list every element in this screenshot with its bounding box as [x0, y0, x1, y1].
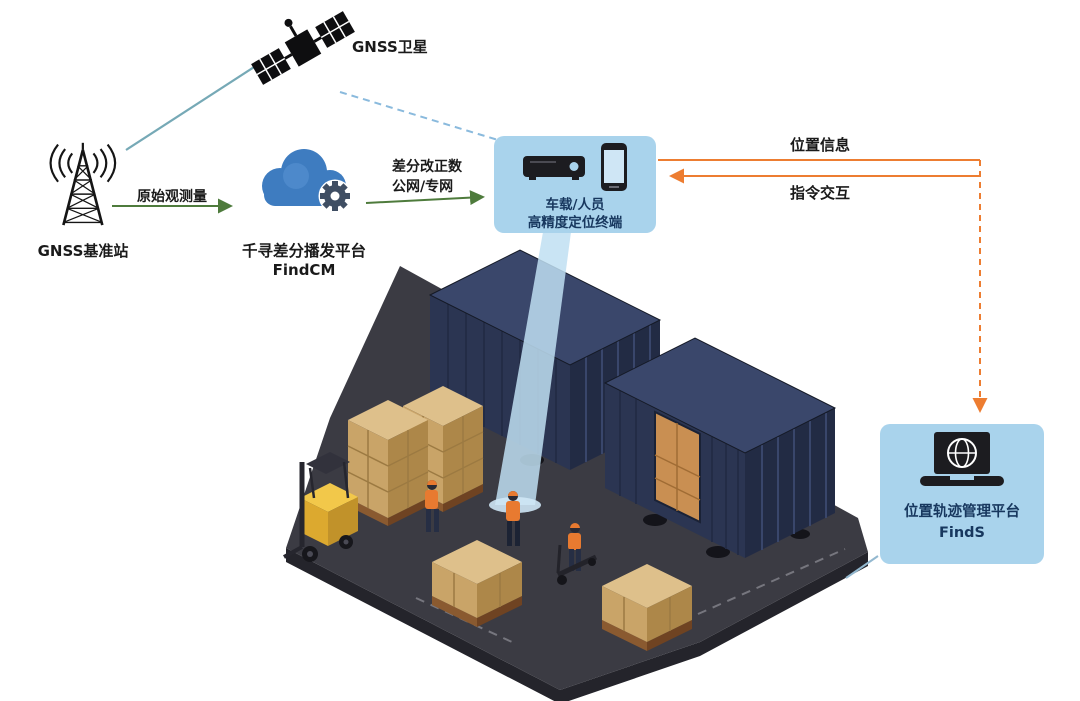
- base-station-label: GNSS基准站: [37, 242, 129, 260]
- link-satellite-terminal: [339, 91, 499, 141]
- management-platform-name: 位置轨迹管理平台: [904, 504, 1020, 520]
- position-info-label: 位置信息: [789, 136, 850, 154]
- link-satellite-base: [125, 57, 269, 151]
- worker: [506, 491, 520, 546]
- smartphone-icon: [600, 142, 628, 196]
- worker: [425, 480, 439, 532]
- cloud-platform-name: 千寻差分播发平台: [241, 242, 366, 260]
- correction-label-line1: 差分改正数: [392, 159, 462, 175]
- container-b: [603, 337, 837, 558]
- terminal-node: 车载/人员 高精度定位终端: [494, 136, 656, 233]
- management-platform-product: FindS: [938, 525, 986, 541]
- command-interaction-label: 指令交互: [789, 184, 850, 202]
- terminal-label-line1: 车载/人员: [545, 197, 605, 213]
- warehouse-illustration: [283, 232, 879, 701]
- pallet-stack: [432, 540, 522, 627]
- receiver-box-icon: [522, 151, 588, 187]
- radio-tower-icon: [28, 140, 143, 235]
- gear-icon: [318, 179, 352, 213]
- pallet-jack-worker: [556, 523, 598, 585]
- satellite-label: GNSS卫星: [352, 38, 428, 56]
- terminal-label-line2: 高精度定位终端: [527, 215, 623, 231]
- forklift: [283, 452, 358, 562]
- container-open-door: [654, 410, 701, 524]
- correction-label-line2: 公网/专网: [392, 179, 454, 195]
- cloud-gear-icon: [238, 136, 368, 231]
- raw-observation-label: 原始观测量: [137, 189, 207, 205]
- laptop-globe-icon: [920, 432, 1004, 496]
- management-platform-node: 位置轨迹管理平台 FindS: [880, 424, 1044, 564]
- finds-callout-line: [845, 555, 879, 579]
- gnss-satellite-icon: [248, 2, 358, 94]
- cloud-platform-product: FindCM: [272, 261, 336, 279]
- pallet-stack: [347, 400, 429, 526]
- platform-side: [286, 548, 868, 701]
- pallet-stack: [602, 564, 692, 651]
- arrow-correction: [365, 190, 485, 206]
- lane-marking: [697, 548, 846, 615]
